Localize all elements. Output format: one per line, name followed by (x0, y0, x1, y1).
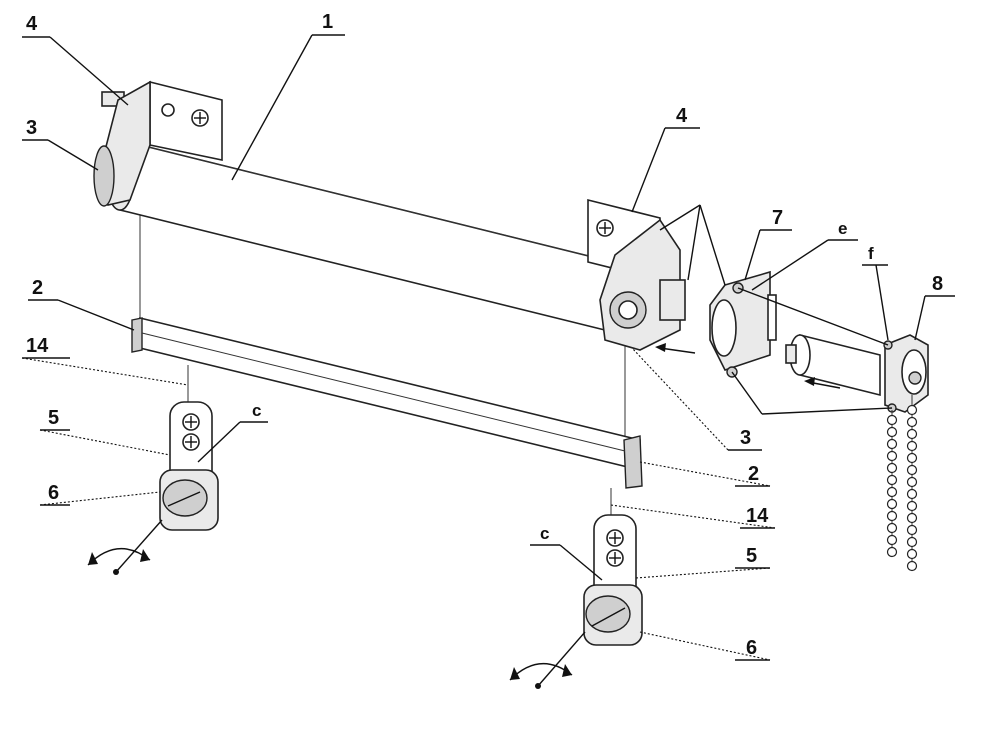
label-knob-right: 6 (746, 637, 757, 659)
callout-labels: 1 4 3 4 7 e f 8 2 14 5 c 6 3 2 14 c 5 6 (26, 11, 943, 659)
chain-bead (906, 512, 918, 524)
chain-bead (906, 488, 918, 500)
chain-bead (906, 476, 918, 488)
chain-bead (886, 498, 898, 510)
label-bracket-left: 4 (26, 13, 38, 35)
label-end-cap-left: 3 (26, 117, 37, 139)
chain-bead (886, 474, 898, 486)
label-wall-mount-right: 5 (746, 545, 757, 567)
chain-bead (906, 404, 918, 416)
knob-right (583, 584, 643, 646)
label-tube: 1 (322, 11, 333, 33)
label-point-e: e (838, 219, 847, 238)
label-bottom-rail-left: 2 (32, 277, 43, 299)
chain-bead (886, 486, 898, 498)
adapter (709, 270, 777, 378)
label-knob-left: 6 (48, 482, 59, 504)
bottom-rail (131, 316, 643, 489)
chain-mechanism (883, 334, 929, 413)
wall-mount-left (169, 401, 213, 491)
assembly-guides (655, 204, 893, 415)
chain-bead (886, 438, 898, 450)
label-end-cap-right: 3 (740, 427, 751, 449)
chain-bead (886, 522, 898, 534)
wall-mount-right (593, 514, 637, 606)
spring-unit (785, 333, 881, 397)
label-cord-right: 14 (746, 505, 769, 527)
cords (187, 365, 612, 515)
chain-bead (906, 428, 918, 440)
label-point-f: f (868, 244, 874, 263)
label-chain-mechanism: 8 (932, 273, 943, 295)
label-wall-mount-left: 5 (48, 407, 59, 429)
chain-bead (906, 560, 918, 572)
chain-bead (886, 546, 898, 558)
label-adapter: 7 (772, 207, 783, 229)
roller-tube (105, 138, 642, 337)
chain-bead (906, 500, 918, 512)
leader-lines (21, 34, 955, 661)
chain-bead (886, 462, 898, 474)
chain-bead (886, 426, 898, 438)
chain-bead (886, 510, 898, 522)
chain-bead (886, 450, 898, 462)
rotation-arrow-right (509, 631, 586, 689)
label-cord-left: 14 (26, 335, 49, 357)
label-bracket-right: 4 (676, 105, 688, 127)
chain-bead (906, 440, 918, 452)
rotation-arrow-left (87, 519, 163, 575)
chain-bead (906, 452, 918, 464)
label-point-c-left: c (252, 401, 261, 420)
chain-bead (906, 536, 918, 548)
bead-chain (886, 395, 918, 572)
chain-bead (906, 524, 918, 536)
chain-bead (906, 416, 918, 428)
chain-bead (906, 548, 918, 560)
chain-bead (886, 534, 898, 546)
label-point-c-right: c (540, 524, 549, 543)
knob-left (159, 469, 219, 531)
end-cap-left (93, 145, 115, 207)
chain-bead (906, 464, 918, 476)
bracket-right (587, 198, 686, 351)
label-bottom-rail-right: 2 (748, 463, 759, 485)
fabric (139, 205, 626, 440)
chain-bead (886, 414, 898, 426)
